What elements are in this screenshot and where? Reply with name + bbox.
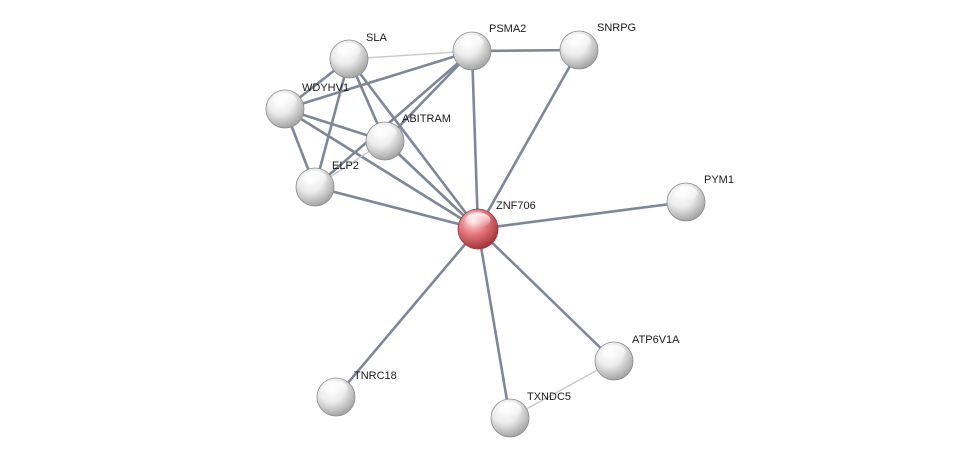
edge-znf706-pym1 <box>476 200 688 231</box>
node-highlight <box>337 43 361 58</box>
node-atp6v1a[interactable]: ATP6V1A <box>594 334 680 381</box>
node-highlight <box>273 93 297 108</box>
node-wdyhv1[interactable]: WDYHV1 <box>265 82 349 129</box>
node-highlight <box>567 34 591 49</box>
node-label: ELP2 <box>332 160 359 172</box>
node-znf706[interactable]: ZNF706 <box>457 200 536 250</box>
node-label: SLA <box>366 32 387 44</box>
node-label: WDYHV1 <box>302 82 349 94</box>
edge-atp6v1a-txndc5 <box>509 360 615 419</box>
node-snrpg[interactable]: SNRPG <box>559 22 636 70</box>
node-highlight <box>324 381 348 396</box>
edge-znf706-sla <box>347 57 480 231</box>
edge-psma2-abitram <box>383 49 474 143</box>
edge-sla-psma2 <box>348 50 473 60</box>
node-label: TXNDC5 <box>527 391 571 403</box>
edge-psma2-wdyhv1 <box>283 49 474 111</box>
node-label: ATP6V1A <box>632 334 680 346</box>
node-highlight <box>602 345 626 360</box>
edge-znf706-tnrc18 <box>334 227 480 399</box>
node-highlight <box>373 125 397 140</box>
node-tnrc18[interactable]: TNRC18 <box>316 370 397 417</box>
node-label: PYM1 <box>704 174 734 186</box>
edge-znf706-elp2 <box>313 185 480 231</box>
node-highlight <box>465 212 491 228</box>
node-highlight <box>498 402 522 417</box>
node-label: ZNF706 <box>496 200 536 212</box>
node-highlight <box>303 171 327 186</box>
node-elp2[interactable]: ELP2 <box>295 160 359 207</box>
node-label: SNRPG <box>597 22 636 34</box>
node-label: ABITRAM <box>402 113 451 125</box>
edge-znf706-txndc5 <box>476 227 512 420</box>
node-psma2[interactable]: PSMA2 <box>452 23 526 71</box>
node-sla[interactable]: SLA <box>329 32 387 79</box>
edge-znf706-psma2 <box>470 49 480 231</box>
edge-psma2-elp2 <box>313 49 474 189</box>
node-highlight <box>674 186 698 201</box>
node-highlight <box>460 35 484 50</box>
node-txndc5[interactable]: TXNDC5 <box>490 391 571 438</box>
edge-znf706-atp6v1a <box>476 227 616 363</box>
node-label: TNRC18 <box>354 370 397 382</box>
edge-znf706-abitram <box>383 139 480 231</box>
node-pym1[interactable]: PYM1 <box>666 174 734 222</box>
node-abitram[interactable]: ABITRAM <box>365 113 451 161</box>
edge-znf706-wdyhv1 <box>283 107 480 231</box>
node-label: PSMA2 <box>489 23 526 35</box>
edge-znf706-snrpg <box>476 48 581 231</box>
